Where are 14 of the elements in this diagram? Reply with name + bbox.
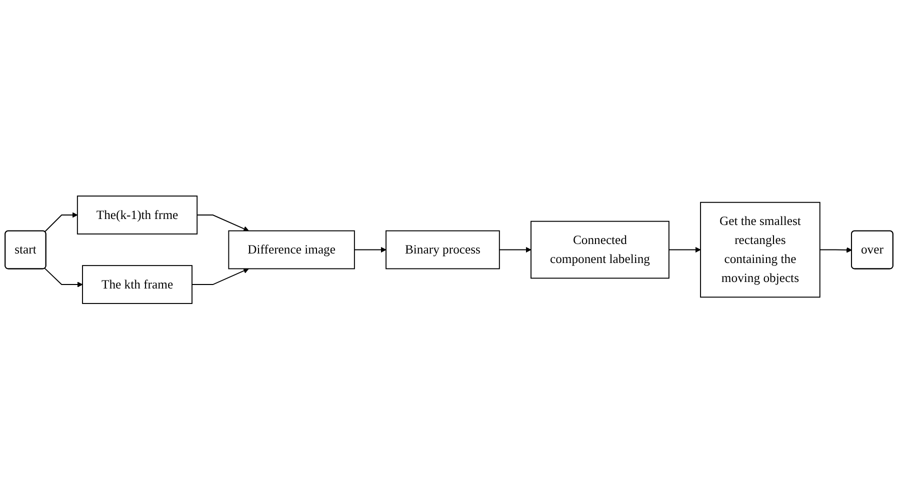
arrow bbox=[354, 247, 386, 253]
node-box: Connected component labeling bbox=[530, 221, 670, 279]
arrow bbox=[192, 268, 249, 286]
node-box: The(k-1)th frme bbox=[76, 196, 198, 235]
node-box: Difference image bbox=[228, 230, 355, 270]
arrow bbox=[44, 212, 78, 232]
arrow bbox=[668, 247, 701, 253]
arrow bbox=[44, 268, 83, 288]
node-box: The kth frame bbox=[82, 265, 192, 304]
arrow bbox=[498, 247, 532, 253]
arrow bbox=[819, 247, 852, 253]
node-box: Binary process bbox=[386, 230, 500, 270]
node-box: Get the smallest rectangles containing the moving objects bbox=[700, 202, 820, 298]
arrow bbox=[196, 214, 249, 232]
